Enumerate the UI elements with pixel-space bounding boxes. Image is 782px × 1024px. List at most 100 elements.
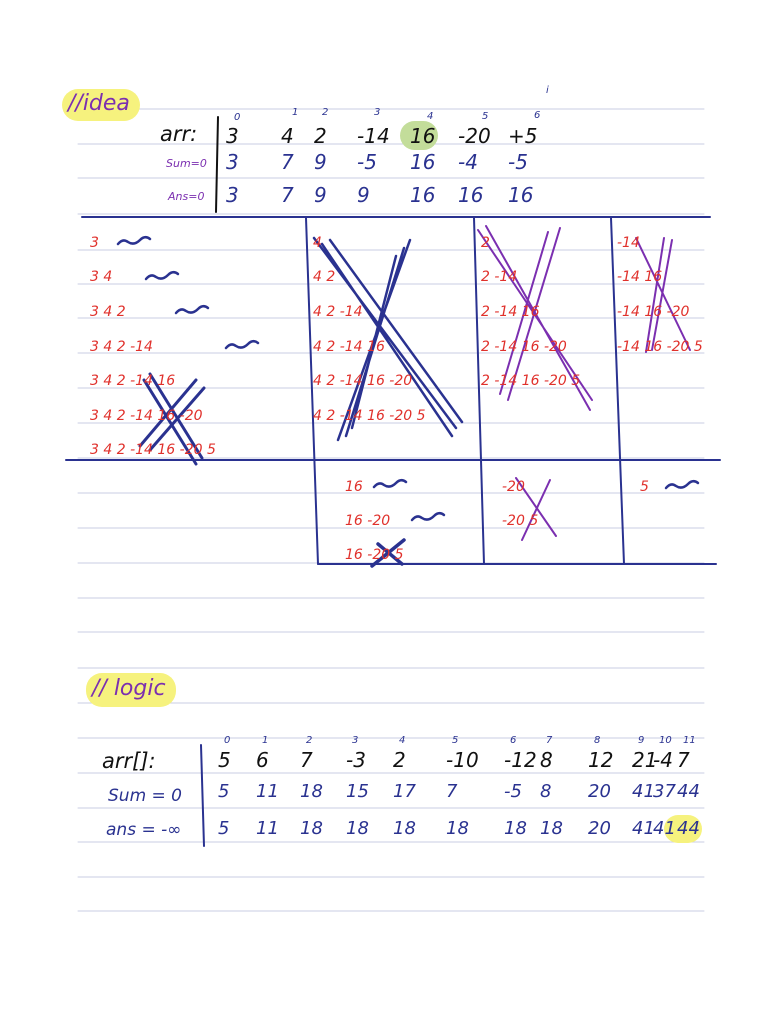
cross-out	[477, 225, 593, 411]
subarray-entry: 16 -20 5	[345, 547, 404, 563]
logic-ans-value: 18	[446, 818, 469, 839]
logic-ans-value: 18	[393, 818, 416, 839]
idea-sum-label: Sum=0	[166, 157, 207, 170]
subarray-entry: 2 -14 16 -20 5	[481, 373, 581, 389]
idea-ans-value: 3	[226, 183, 239, 207]
index-label: 9	[638, 735, 645, 746]
idea-ans-label: Ans=0	[168, 190, 205, 203]
idea-sum-value: 3	[226, 150, 239, 174]
index-label: i	[546, 85, 549, 96]
idea-sum-value: 16	[410, 150, 436, 174]
logic-arr-value: -10	[446, 748, 479, 772]
subarray-entry: 3	[90, 235, 99, 251]
subarray-entry: 4	[313, 235, 322, 251]
logic-sum-value: 17	[393, 781, 416, 802]
index-label: 3	[352, 735, 359, 746]
logic-arr-value: 2	[393, 748, 406, 772]
logic-arr-value: 7	[677, 748, 690, 772]
subarray-entry: 4 2 -14 16 -20 5	[313, 408, 426, 424]
subarray-entry: 3 4 2 -14	[90, 339, 153, 355]
index-label: 6	[534, 110, 541, 121]
subarray-entry: -20	[502, 479, 525, 495]
idea-ans-value: 16	[458, 183, 484, 207]
idea-ans-value: 16	[508, 183, 534, 207]
idea-ans-value: 9	[357, 183, 370, 207]
logic-arr-value: -12	[504, 748, 537, 772]
subarray-entry: 16	[345, 479, 363, 495]
logic-sum-value: 8	[540, 781, 552, 802]
logic-ans-value: 41	[653, 818, 676, 839]
idea-arr-value: 4	[281, 124, 294, 148]
logic-sum-value: 44	[677, 781, 700, 802]
logic-ans-label: ans = -∞	[106, 820, 182, 840]
subarray-entry: 3 4 2 -14 16	[90, 373, 176, 389]
check-mark	[410, 512, 446, 522]
logic-arr-value: 8	[540, 748, 553, 772]
subarray-entry: 2 -14 16	[481, 304, 540, 320]
logic-table-divider	[200, 744, 205, 847]
index-label: 0	[234, 112, 241, 123]
logic-ans-value: 44	[677, 818, 700, 839]
logic-arr-value: -4	[653, 748, 673, 772]
index-label: 5	[452, 735, 459, 746]
highlight-value-44	[664, 815, 702, 843]
idea-arr-value: -20	[458, 124, 491, 148]
subarray-entry: -14 16 -20 5	[617, 339, 703, 355]
index-label: 10	[659, 735, 672, 746]
logic-heading-highlight	[86, 673, 176, 707]
logic-sum-value: 18	[300, 781, 323, 802]
highlight-value-16	[400, 121, 438, 150]
subarray-entry: -20 5	[502, 513, 539, 529]
logic-sum-value: 37	[653, 781, 676, 802]
index-label: 3	[374, 107, 381, 118]
check-mark	[372, 479, 408, 489]
subarray-entry: 3 4 2	[90, 304, 126, 320]
cross-out	[370, 538, 406, 568]
subarray-entry: 2 -14 16 -20	[481, 339, 567, 355]
logic-ans-value: 18	[300, 818, 323, 839]
subarray-entry: -14	[617, 235, 640, 251]
logic-heading: // logic	[92, 676, 166, 701]
check-mark	[144, 271, 180, 281]
idea-sum-value: -4	[458, 150, 478, 174]
index-label: 5	[482, 111, 489, 122]
subarray-entry: 2	[481, 235, 490, 251]
subarray-entry: -14 16 -20	[617, 304, 690, 320]
subarray-grid-col3	[610, 217, 625, 565]
idea-ans-value: 9	[314, 183, 327, 207]
logic-sum-value: 7	[446, 781, 458, 802]
logic-sum-value: 5	[218, 781, 230, 802]
logic-arr-value: 7	[300, 748, 313, 772]
index-label: 6	[510, 735, 517, 746]
logic-sum-value: 20	[588, 781, 611, 802]
check-mark	[174, 305, 210, 315]
index-label: 11	[683, 735, 696, 746]
index-label: 7	[546, 735, 553, 746]
logic-arr-value: 5	[218, 748, 231, 772]
index-label: 1	[292, 107, 299, 118]
subarray-entry: 16 -20	[345, 513, 391, 529]
idea-sum-value: -5	[508, 150, 528, 174]
subarray-grid-col1	[305, 217, 319, 565]
subarray-entry: 3 4 2 -14 16 -20 5	[90, 442, 216, 458]
logic-ans-value: 18	[540, 818, 563, 839]
subarray-grid-col2	[473, 217, 485, 565]
idea-ans-value: 7	[281, 183, 294, 207]
subarray-entry: 2 -14	[481, 269, 518, 285]
cross-out	[312, 236, 464, 442]
subarray-entry: 3 4 2 -14 16 -20	[90, 408, 203, 424]
idea-sum-value: -5	[357, 150, 377, 174]
subarray-entry: -14 16	[617, 269, 663, 285]
logic-arr-value: 12	[588, 748, 614, 772]
logic-ans-value: 18	[504, 818, 527, 839]
logic-arr-value: -3	[346, 748, 366, 772]
idea-sum-value: 7	[281, 150, 294, 174]
idea-table-divider	[215, 116, 219, 213]
check-mark	[224, 340, 260, 350]
cross-out	[635, 237, 691, 353]
check-mark	[664, 480, 700, 490]
index-label: 4	[427, 111, 434, 122]
index-label: 2	[306, 735, 313, 746]
